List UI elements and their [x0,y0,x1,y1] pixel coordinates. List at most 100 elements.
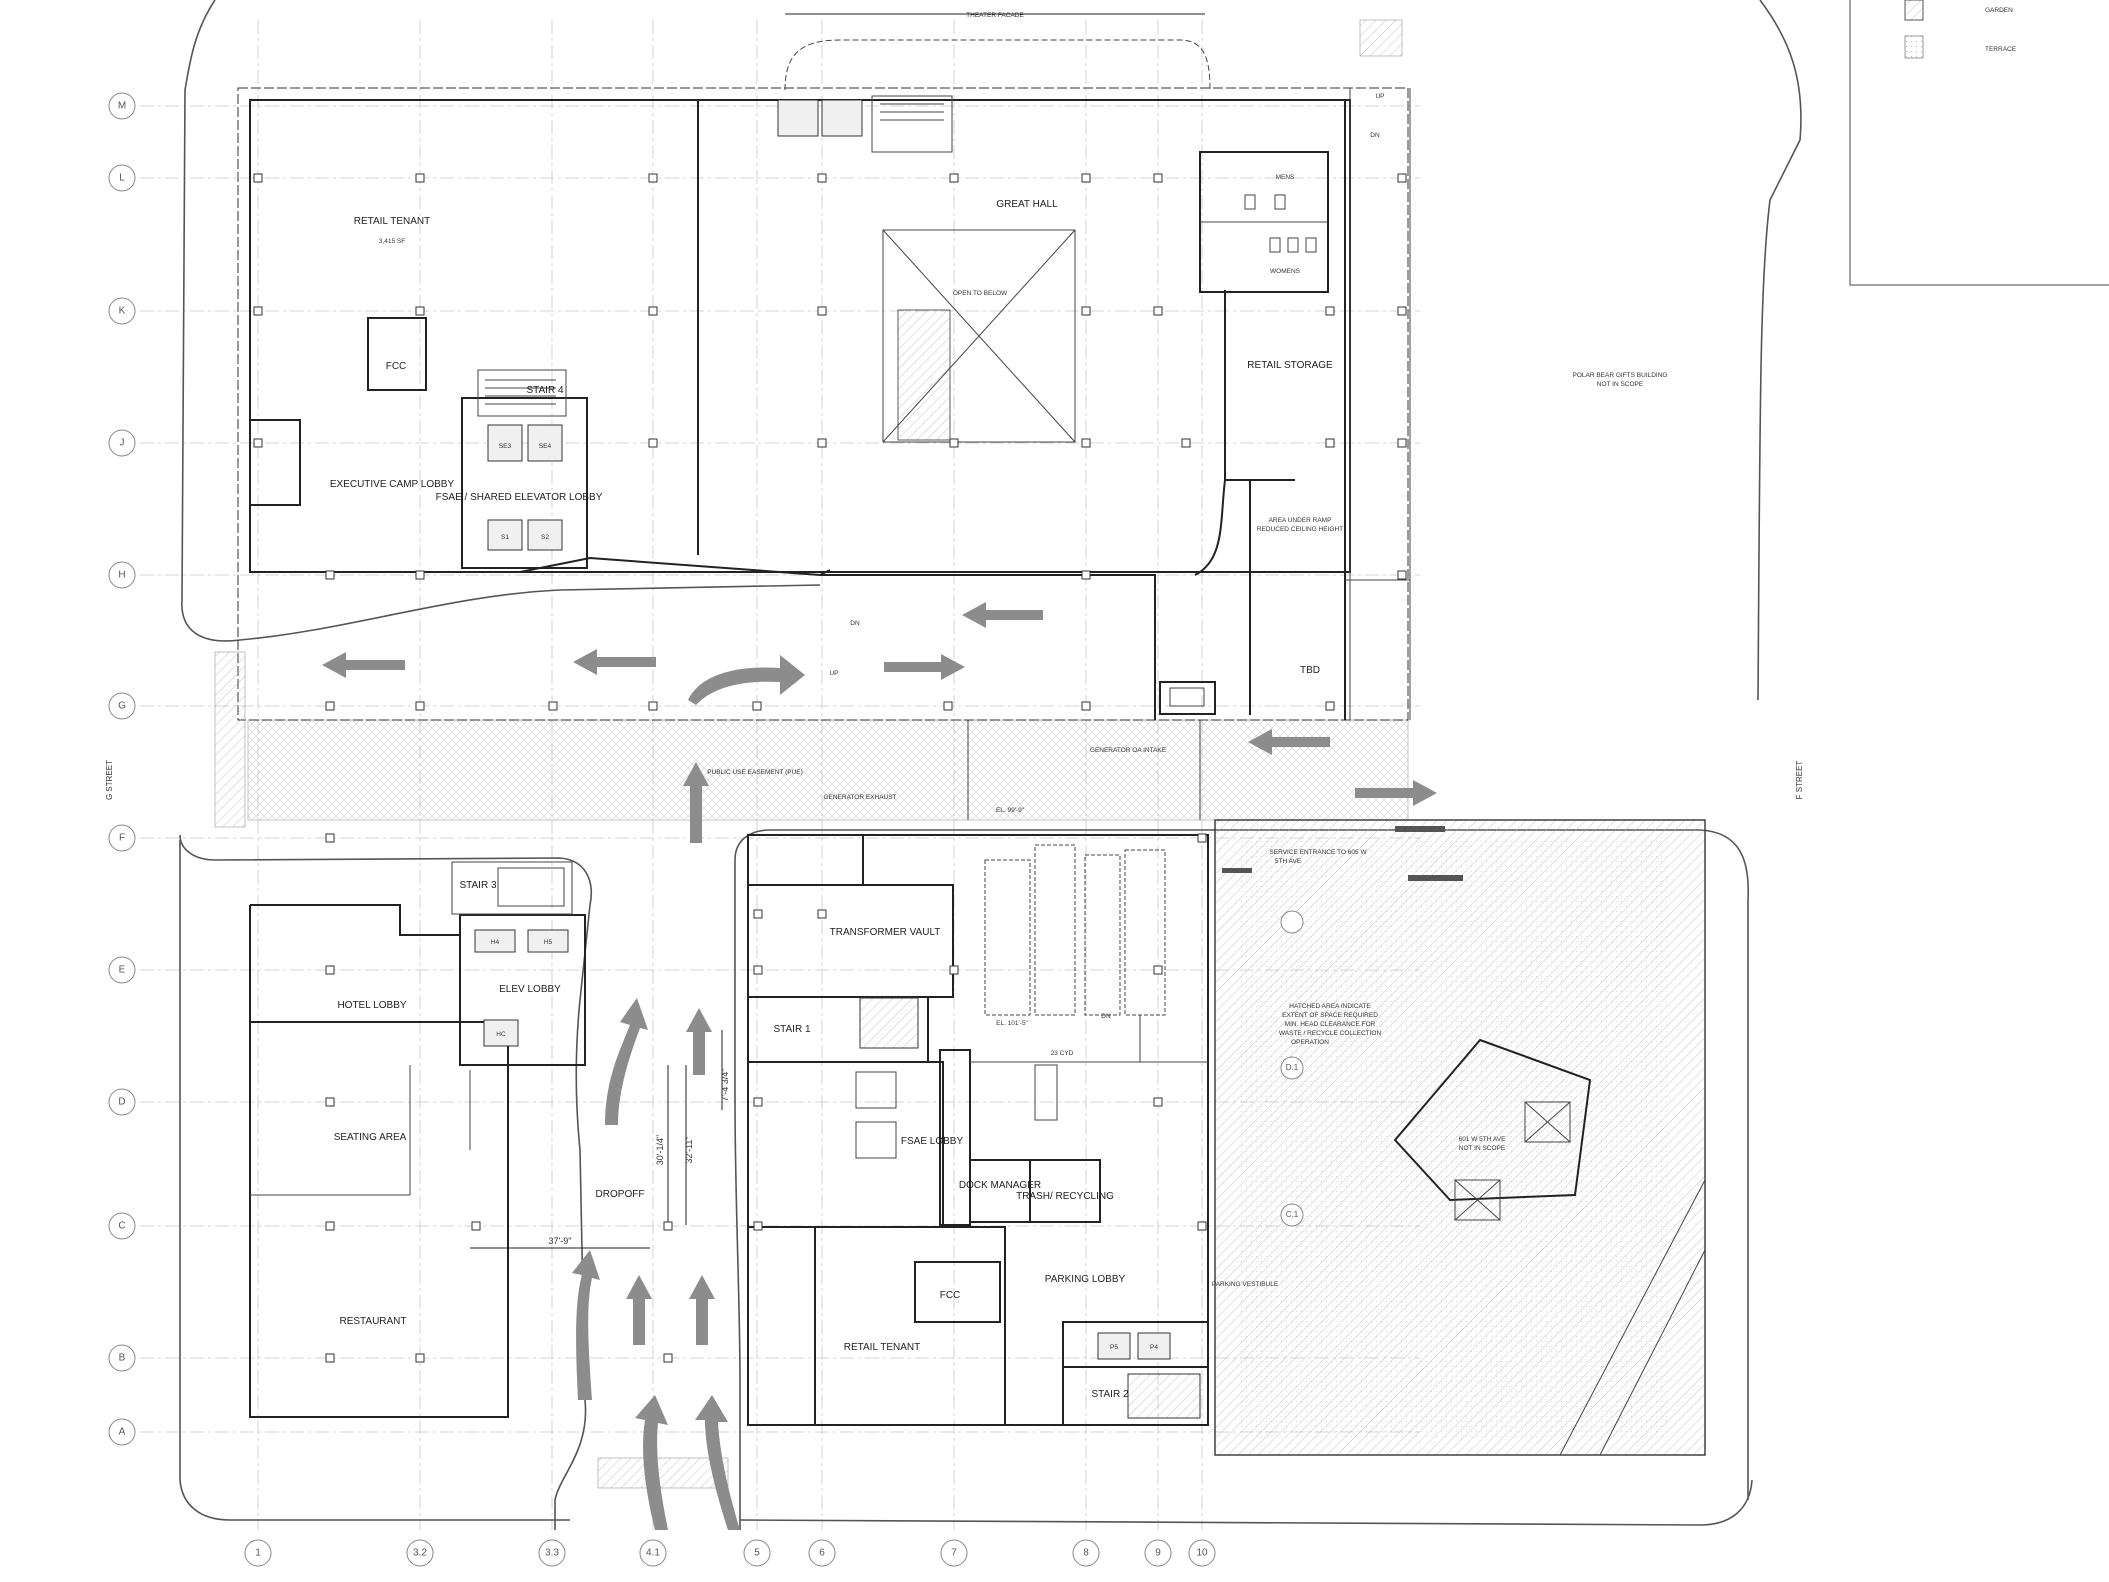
grid-row-e: E [119,965,126,976]
grid-col-1: 1 [255,1548,261,1559]
street-curbs [179,0,1802,1530]
note-23-cyd: 23 CYD [1051,1050,1074,1057]
crosswalks [214,19,1403,1489]
room-stair3: STAIR 3 [459,880,496,891]
room-retail-tenant-north: RETAIL TENANT [354,216,431,227]
room-dropoff: DROPOFF [596,1189,645,1200]
hotel-building: H4 H5 HC [249,861,586,1418]
room-polar-bear: POLAR BEAR GIFTS BUILDING [1573,372,1668,379]
elevator-se4-label: SE4 [539,443,552,450]
structural-columns [253,173,1407,1363]
street-g-label: G STREET [105,760,114,800]
w5th-building: D.1 C.1 [1214,819,1706,1456]
elevator-p5-label: P5 [1110,1344,1118,1351]
grid-col-6: 6 [819,1548,825,1559]
grid-col-7: 7 [951,1548,957,1559]
room-trash-recycling: TRASH/ RECYCLING [1016,1191,1114,1202]
legend-garden-label: GARDEN [1985,7,2013,14]
grid-c1-label: C.1 [1286,1210,1299,1219]
grid-d1-label: D.1 [1286,1063,1299,1072]
room-fsae-lobby: FSAE LOBBY [901,1136,964,1147]
elevator-se3-label: SE3 [499,443,512,450]
elevator-hc-label: HC [496,1031,506,1038]
grid-col-3-2: 3.2 [413,1548,427,1559]
note-service-entrance: SERVICE ENTRANCE TO 605 W [1269,849,1367,856]
room-elev-lobby: ELEV LOBBY [499,984,561,995]
note-elevation-north: EL. 99'-9" [996,807,1025,814]
note-south-dn: DN [1101,1013,1111,1020]
grid-row-f: F [119,833,125,844]
grid-row-bubbles: M L K J H G F E D C B A [108,92,136,1446]
grid-col-8: 8 [1083,1548,1089,1559]
note-service-entrance-2: 5TH AVE [1275,858,1302,865]
room-open-to-below: OPEN TO BELOW [953,290,1008,297]
grid-row-h: H [118,570,125,581]
note-elevation-south: EL. 101'-5" [996,1020,1028,1027]
note-hatched-1: HATCHED AREA INDICATE [1289,1003,1371,1010]
room-retail-tenant-north-area: 3,415 SF [379,238,405,245]
room-tbd: TBD [1300,665,1320,676]
grid-col-5: 5 [754,1548,760,1559]
note-ramp-up: UP [1375,93,1384,100]
room-601-w5th-scope: NOT IN SCOPE [1459,1145,1506,1152]
room-seating-area: SEATING AREA [334,1132,407,1143]
note-pue: PUBLIC USE EASEMENT (PUE) [707,769,803,776]
grid-col-3-3: 3.3 [545,1548,559,1559]
grid-col-10: 10 [1196,1548,1208,1559]
elevator-p4-label: P4 [1150,1344,1158,1351]
north-building: SE3 SE4 S1 S2 [237,87,1411,721]
note-hatched-4: WASTE / RECYCLE COLLECTION [1279,1030,1382,1037]
elevator-h4-label: H4 [491,939,500,946]
room-great-hall: GREAT HALL [996,199,1058,210]
note-ramp-dn: DN [1370,132,1380,139]
grid-row-d: D [118,1097,125,1108]
south-building: P5 P4 [747,834,1209,1426]
grid-row-l: L [119,173,125,184]
room-transformer-vault: TRANSFORMER VAULT [830,927,941,938]
street-f-label: F STREET [1795,761,1804,800]
note-generator-oa-intake: GENERATOR OA INTAKE [1090,747,1167,754]
room-restaurant: RESTAURANT [339,1316,406,1327]
grid-row-b: B [119,1353,126,1364]
room-retail-tenant-south: RETAIL TENANT [844,1342,921,1353]
room-hotel-lobby: HOTEL LOBBY [337,1000,406,1011]
plan-labels: GARDEN TERRACE G STREET F STREET RETAIL … [105,7,2017,1400]
traffic-arrows [322,602,1437,1530]
grid-row-c: C [118,1221,125,1232]
legend [1849,0,2109,286]
grid-col-4-1: 4.1 [646,1548,660,1559]
theater-facade-label: THEATER FACADE [966,12,1024,19]
grid-row-m: M [118,101,126,112]
room-parking-lobby: PARKING LOBBY [1045,1274,1126,1285]
note-north-dn: DN [850,620,860,627]
room-stair1: STAIR 1 [773,1024,810,1035]
dimension-lines [470,1030,723,1249]
note-north-up: UP [829,670,838,677]
room-retail-storage: RETAIL STORAGE [1247,360,1333,371]
legend-terrace-label: TERRACE [1985,46,2017,53]
elevator-h5-label: H5 [544,939,553,946]
dim-32ft: 32'-11" [684,1136,694,1163]
public-use-easement [247,719,1409,821]
grid-row-a: A [119,1427,126,1438]
note-hatched-2: EXTENT OF SPACE REQUIRED [1282,1012,1378,1019]
room-fsae-shared-lobby: FSAE / SHARED ELEVATOR LOBBY [436,492,603,503]
room-mens: MENS [1276,174,1295,181]
elevator-s1-label: S1 [501,534,509,541]
note-hatched-3: MIN. HEAD CLEARANCE FOR [1285,1021,1376,1028]
note-reduced-ceiling: REDUCED CEILING HEIGHT [1257,526,1343,533]
grid-row-g: G [118,701,126,712]
grid-col-bubbles: 1 3.2 3.3 4.1 5 6 7 8 9 10 [244,1539,1216,1567]
elevator-s2-label: S2 [541,534,549,541]
theater-facade: THEATER FACADE [784,12,1211,91]
note-generator-exhaust: GENERATOR EXHAUST [823,794,896,801]
grid-col-9: 9 [1155,1548,1161,1559]
room-polar-bear-scope: NOT IN SCOPE [1597,381,1644,388]
room-parking-vestibule: PARKING VESTIBULE [1212,1281,1279,1288]
room-stair2: STAIR 2 [1091,1389,1128,1400]
room-601-w5th: 601 W 5TH AVE [1459,1136,1507,1143]
dim-30ft: 30'-1/4" [655,1135,665,1165]
room-fcc-south: FCC [940,1290,961,1301]
note-area-under-ramp: AREA UNDER RAMP [1269,517,1332,524]
